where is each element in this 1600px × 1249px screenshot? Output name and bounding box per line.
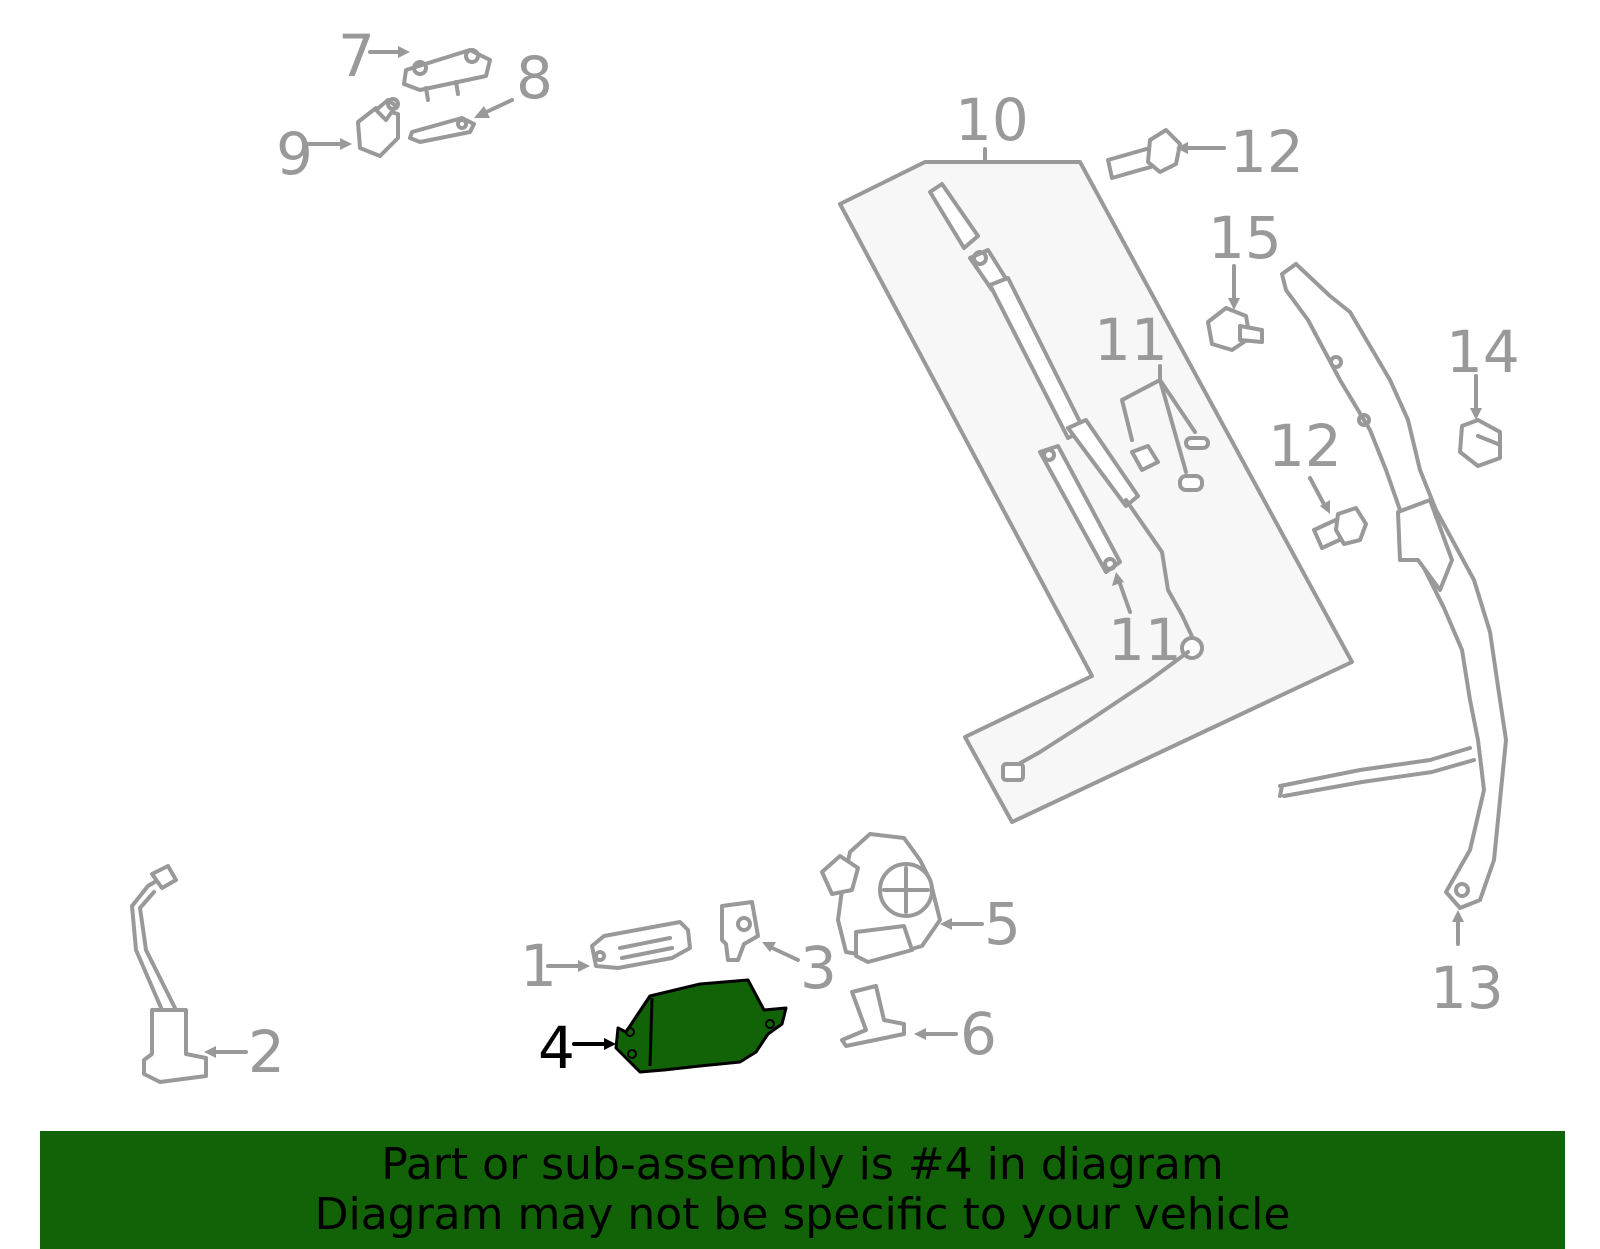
- part-7-bracket: [402, 48, 492, 102]
- callout-3: 3: [800, 934, 837, 1002]
- callout-1: 1: [520, 932, 557, 1000]
- callout-10: 10: [955, 86, 1029, 154]
- part-1-switch: [590, 920, 692, 970]
- callout-12-lower: 12: [1268, 412, 1342, 480]
- callout-5: 5: [984, 890, 1021, 958]
- part-11-clips: [1130, 436, 1210, 492]
- part-14-clip: [1458, 418, 1502, 468]
- part-8-gasket: [408, 116, 476, 144]
- part-15-bolt: [1206, 306, 1264, 352]
- part-3-bracket: [720, 900, 760, 962]
- banner-line-1: Part or sub-assembly is #4 in diagram: [381, 1139, 1224, 1190]
- part-10-panel: [838, 160, 1354, 824]
- callout-8: 8: [516, 44, 553, 112]
- callout-9: 9: [276, 120, 313, 188]
- callout-12-top: 12: [1230, 118, 1304, 186]
- info-banner: Part or sub-assembly is #4 in diagram Di…: [40, 1131, 1565, 1249]
- callout-7: 7: [338, 22, 375, 90]
- callout-13: 13: [1430, 954, 1504, 1022]
- part-11-hinge-bracket: [1038, 444, 1122, 574]
- part-4-control-module: [614, 978, 788, 1074]
- part-12-bolt-top: [1106, 128, 1182, 180]
- part-13-hinge-arm: [1278, 262, 1508, 910]
- callout-15: 15: [1208, 204, 1282, 272]
- part-6-bracket: [840, 984, 906, 1048]
- callout-11-top: 11: [1094, 306, 1168, 374]
- part-2-sensor: [130, 864, 208, 1084]
- leader-arrows: [204, 46, 1482, 1058]
- callout-2: 2: [248, 1018, 285, 1086]
- callout-6: 6: [960, 1000, 997, 1068]
- part-5-latch-actuator: [820, 832, 942, 964]
- callout-11-lower: 11: [1108, 606, 1182, 674]
- callout-14: 14: [1446, 318, 1520, 386]
- part-10-gas-strut: [928, 182, 1204, 782]
- banner-line-2: Diagram may not be specific to your vehi…: [314, 1189, 1291, 1240]
- callout-4: 4: [538, 1014, 575, 1082]
- part-9-ball-stud: [356, 97, 400, 158]
- part-12-bolt-lower: [1312, 506, 1368, 550]
